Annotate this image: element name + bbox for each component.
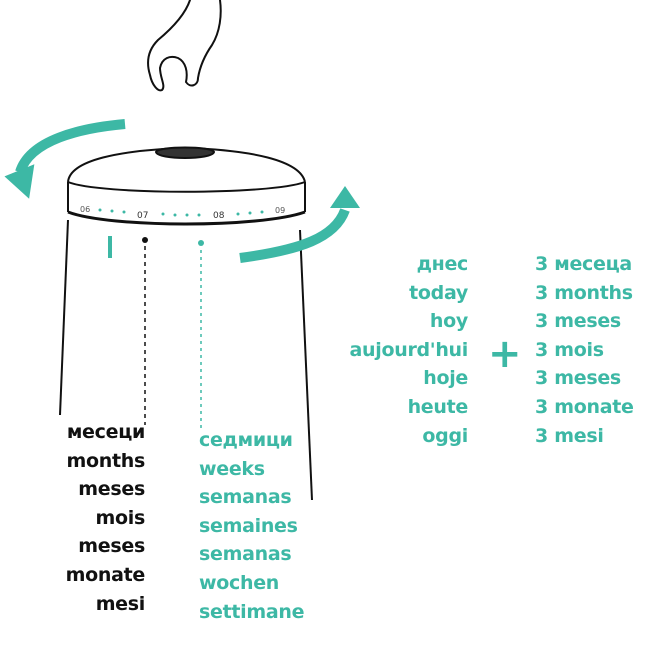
container-lid (67, 146, 306, 226)
months-column: месеци months meses mois meses monate me… (40, 418, 146, 618)
dial-tick-label: 09 (275, 206, 285, 215)
weeks-column: седмици weeks semanas semaines semanas w… (199, 426, 305, 626)
months-label: months (66, 449, 146, 472)
today-column: днес today hoy aujourd'hui hoje heute og… (330, 250, 469, 450)
hand-icon (147, 0, 222, 92)
months-label: mois (95, 506, 146, 529)
today-label: aujourd'hui (349, 338, 469, 361)
today-marker (108, 236, 112, 258)
dial-tick-label: 07 (137, 211, 148, 221)
months-label: meses (78, 535, 145, 558)
three-months-label: 3 mesi (535, 424, 604, 447)
weeks-label: semanas (199, 486, 292, 509)
today-label: днес (416, 253, 469, 275)
rotate-arrow-right-icon (239, 186, 360, 263)
three-months-label: 3 monate (535, 395, 634, 418)
today-label: hoje (423, 367, 468, 390)
three-months-label: 3 meses (535, 310, 621, 333)
container-body (59, 219, 313, 501)
months-label: monate (65, 563, 146, 586)
rotate-arrow-left-icon (4, 119, 126, 199)
weeks-label: semaines (199, 514, 298, 537)
plus-sign: + (488, 331, 522, 377)
weeks-label: semanas (199, 543, 292, 566)
months-marker (142, 237, 148, 243)
today-label: today (409, 281, 468, 304)
three-months-column: 3 месеца 3 months 3 meses 3 mois 3 meses… (535, 250, 634, 450)
weeks-label: weeks (199, 457, 265, 480)
months-label: mesi (95, 592, 146, 615)
dial-scale (98, 208, 264, 217)
today-label: oggi (422, 424, 468, 447)
weeks-label: settimane (199, 600, 305, 623)
weeks-label: wochen (199, 571, 280, 594)
months-label: meses (78, 478, 145, 501)
today-label: heute (407, 395, 469, 418)
today-label: hoy (429, 310, 468, 333)
months-label: месеци (66, 421, 145, 443)
dial-tick-label: 08 (213, 211, 225, 221)
weeks-marker (198, 240, 204, 246)
three-months-label: 3 meses (535, 367, 621, 390)
three-months-label: 3 месеца (535, 253, 632, 275)
weeks-label: седмици (199, 429, 293, 451)
three-months-label: 3 mois (535, 338, 604, 361)
three-months-label: 3 months (535, 281, 633, 304)
dial-tick-label: 06 (80, 205, 90, 214)
